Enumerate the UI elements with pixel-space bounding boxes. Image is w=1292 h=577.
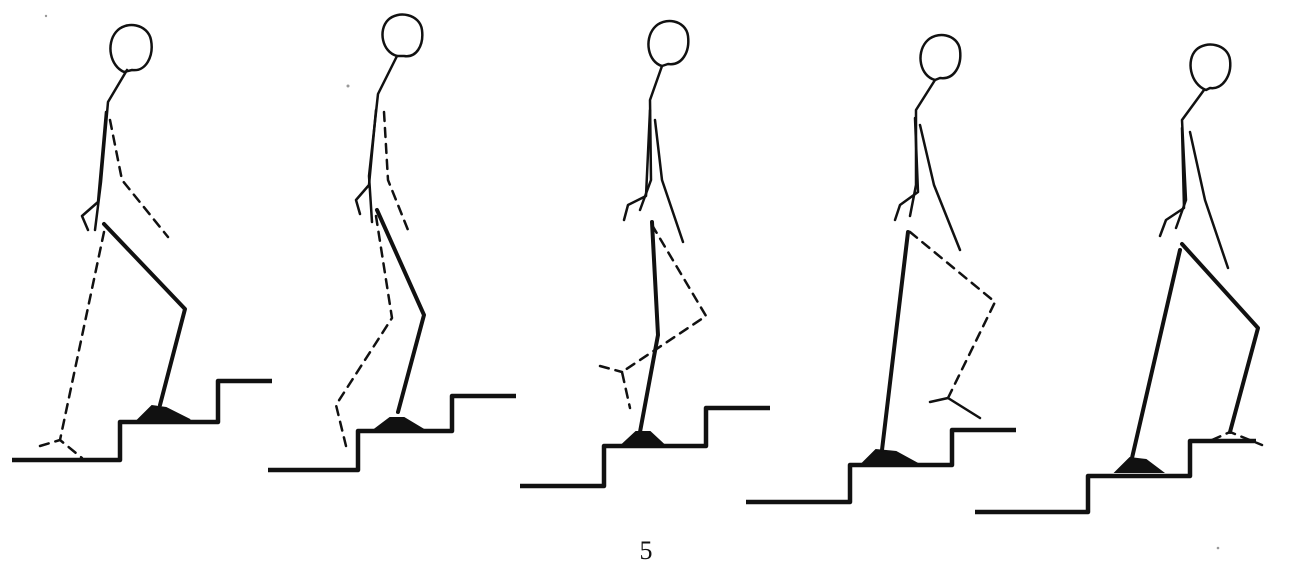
front-arm [1188,130,1230,270]
back-leg [58,230,106,442]
head [381,13,424,58]
back-foot [38,438,84,460]
front-leg [375,208,426,414]
front-foot [1210,430,1264,447]
stair-climb-phase-2 [268,13,516,473]
back-arm [80,110,108,232]
stair-climb-phase-4 [746,33,1016,505]
stairs [268,393,516,473]
front-foot [135,404,191,421]
stairs [520,405,770,489]
back-foot [1113,456,1165,473]
torso [1174,88,1206,230]
back-leg [620,223,708,410]
back-foot [598,364,624,374]
head [647,19,690,68]
front-arm [382,110,412,237]
front-foot [371,417,428,431]
back-arm [622,108,652,222]
front-leg [880,230,910,452]
stairs [12,378,272,463]
stairs [975,438,1256,515]
front-arm [653,118,685,244]
head [919,33,962,82]
front-arm [918,123,962,252]
back-arm [1158,126,1186,238]
stair-climb-phase-1 [12,23,272,463]
head [109,23,153,74]
back-arm [354,108,378,216]
stair-climb-phase-3 [520,19,770,489]
back-leg [334,214,394,448]
figure-caption: 5 [639,536,653,565]
torso [638,64,664,212]
back-arm [893,116,920,222]
back-foot [928,396,982,420]
head [1189,43,1232,92]
front-arm [108,118,170,239]
stair-climb-phase-5 [975,43,1264,515]
torso [93,68,129,232]
front-foot [859,448,919,465]
stairs [746,427,1016,505]
front-leg [102,222,187,407]
front-leg [1180,242,1260,434]
front-foot [619,431,667,446]
front-leg [638,220,660,434]
back-leg [1130,248,1182,460]
paper-specks [44,14,1220,550]
back-leg [908,230,997,400]
